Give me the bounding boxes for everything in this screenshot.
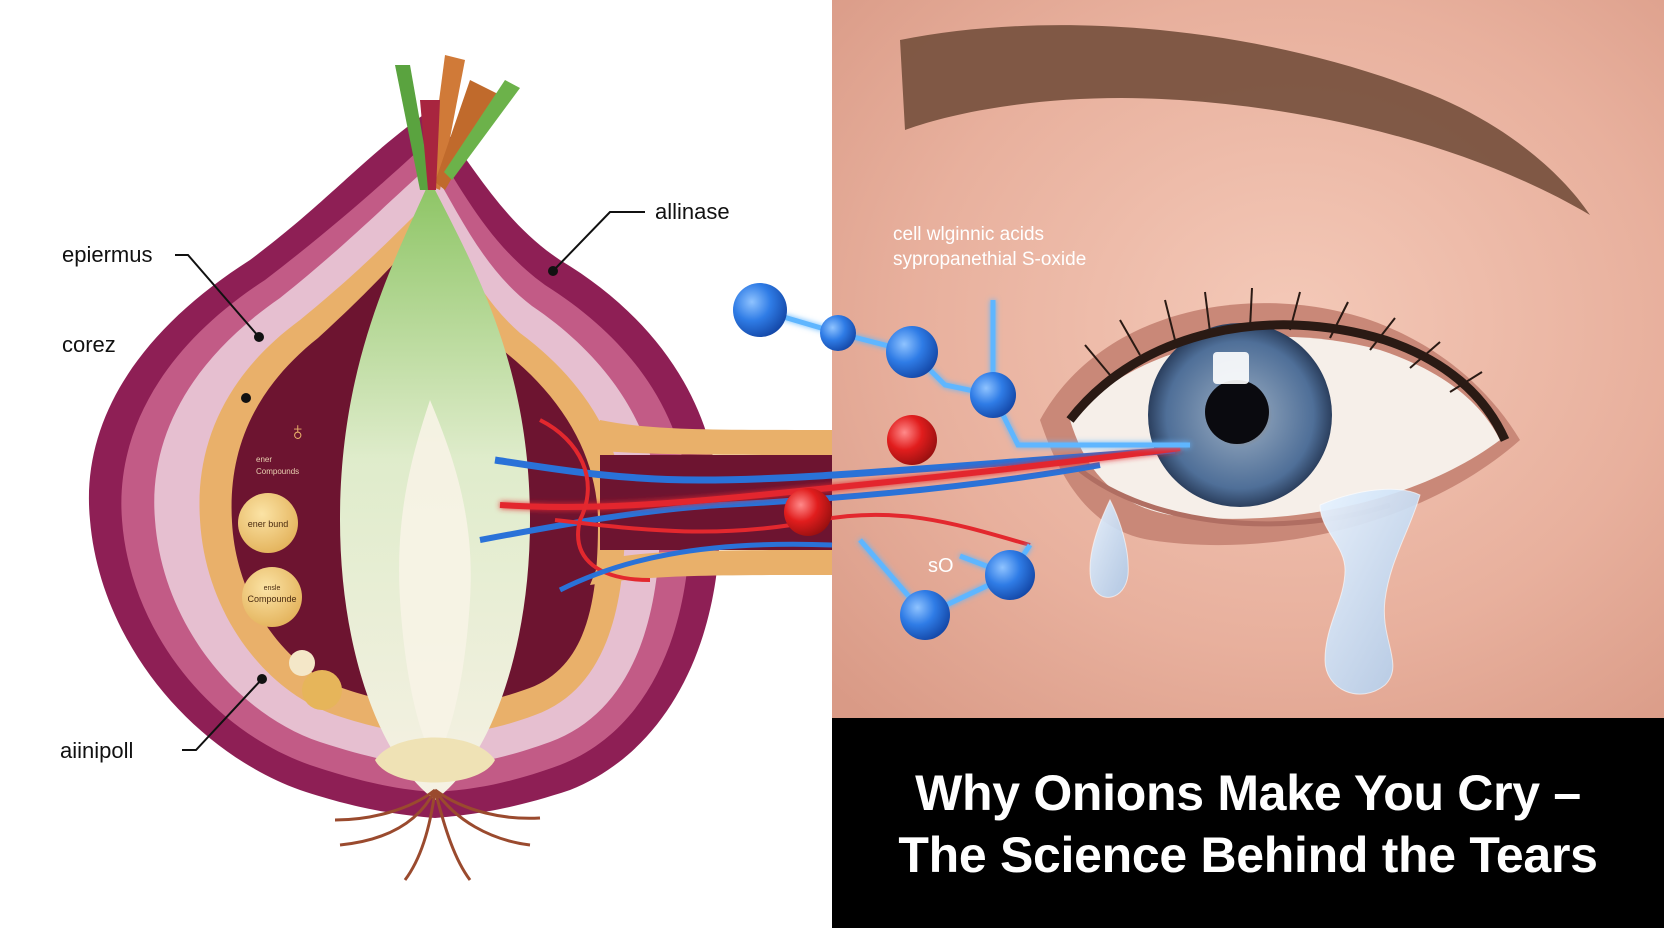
- compound-ball-2: [242, 567, 302, 627]
- leader-dot-aiinipoll: [257, 674, 267, 684]
- leader-dot-allinase: [548, 266, 558, 276]
- onion-inner-core: [399, 400, 471, 760]
- vein-blue-3: [558, 541, 833, 593]
- atom-red-1: [887, 415, 937, 465]
- onion: ♁ ener Compounds ener bund ensle Compoun…: [88, 55, 721, 881]
- eye-label-oxide: sypropanethial S-oxide: [893, 249, 1086, 270]
- small-granule-2: [302, 670, 342, 710]
- eye-panel: cell wlginnic acids sypropanethial S-oxi…: [832, 0, 1664, 718]
- atom-blue-5: [985, 550, 1035, 600]
- onion-roots: [334, 788, 541, 881]
- compound-ball-2-top: ensle: [264, 585, 281, 592]
- atom-red-2: [784, 488, 832, 536]
- eye-label-acids: cell wlginnic acids: [893, 224, 1044, 245]
- vein-blue-2: [479, 462, 1101, 543]
- pupil: [1205, 380, 1269, 444]
- label-aiinipoll: aiinipoll: [60, 738, 133, 763]
- vein-red-2: [539, 418, 651, 582]
- title-panel: Why Onions Make You Cry – The Science Be…: [832, 718, 1664, 928]
- eye-highlight: [1213, 352, 1249, 384]
- channel-top-wall: [590, 420, 832, 455]
- compound-ball-2-label: Compounde: [247, 594, 296, 604]
- label-allinase: allinase: [655, 199, 730, 224]
- title-line-2: The Science Behind the Tears: [898, 827, 1598, 883]
- leader-dot-corez: [241, 393, 251, 403]
- molecule: sO: [733, 283, 1190, 640]
- title-line-1: Why Onions Make You Cry –: [915, 765, 1581, 821]
- eyebrow: [900, 25, 1590, 216]
- cell-label-small-sub: Compounds: [256, 467, 299, 476]
- atom-blue-1: [733, 283, 787, 337]
- eyelashes: [1084, 287, 1483, 393]
- leader-lines: [175, 211, 645, 751]
- atom-blue-6: [900, 590, 950, 640]
- upper-lashline: [1066, 320, 1510, 442]
- tear-drop-small: [1089, 498, 1129, 598]
- chemical-symbol-icon: ♁: [288, 416, 308, 446]
- label-corez: corez: [62, 332, 116, 357]
- compound-ball-1-label: ener bund: [248, 519, 289, 529]
- page-title: Why Onions Make You Cry – The Science Be…: [832, 762, 1664, 886]
- tear-drop-large: [1319, 488, 1421, 695]
- compound-ball-1: [238, 493, 298, 553]
- onion-stems: [395, 55, 520, 190]
- label-epiermus: epiermus: [62, 242, 152, 267]
- small-granule-1: [289, 650, 315, 676]
- cell-label-small: ener: [256, 455, 272, 464]
- vein-blue-1: [494, 446, 1176, 484]
- atom-blue-3: [886, 326, 938, 378]
- onion-basal-plate: [375, 737, 495, 783]
- atom-blue-2: [820, 315, 856, 351]
- leader-dot-epiermus: [254, 332, 264, 342]
- molecule-mark: sO: [928, 555, 954, 577]
- atom-blue-4: [970, 372, 1016, 418]
